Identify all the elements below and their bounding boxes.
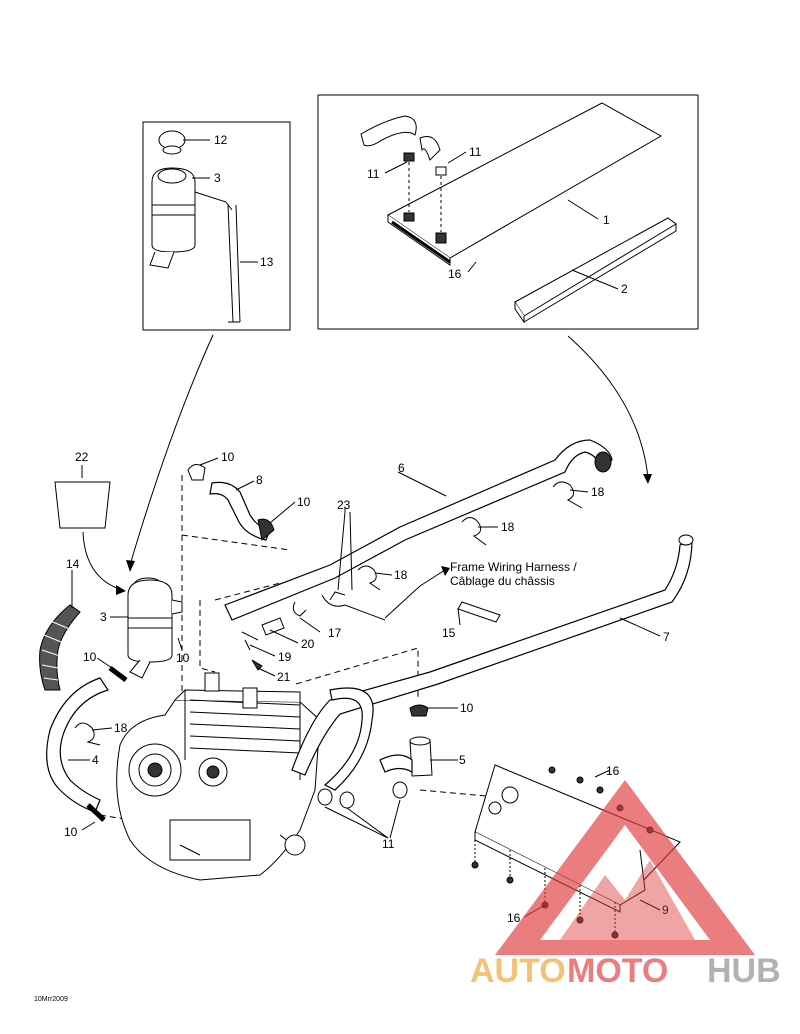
wire-23 bbox=[337, 511, 353, 591]
callout-11-main: 11 bbox=[382, 837, 395, 851]
part-15 bbox=[457, 601, 501, 623]
leader-11 bbox=[324, 799, 401, 839]
callout-17: 17 bbox=[328, 626, 342, 640]
dashed-route-3 bbox=[199, 600, 216, 673]
callout-6: 6 bbox=[398, 461, 405, 475]
leader-item22 bbox=[82, 531, 123, 591]
harness-arrow-line bbox=[384, 569, 446, 619]
clamp-11-b bbox=[339, 791, 355, 809]
watermark-triangle-icon bbox=[495, 780, 755, 955]
callout-labels: 12 3 13 11 11 1 16 2 22 10 8 10 6 18 23 … bbox=[64, 133, 670, 925]
watermark-word-hub: HUB bbox=[707, 952, 781, 990]
callout-20: 20 bbox=[301, 637, 315, 651]
callout-18-b: 18 bbox=[501, 520, 515, 534]
callout-4: 4 bbox=[92, 753, 99, 767]
leader-item22-arrow bbox=[116, 585, 126, 595]
hose-7-end bbox=[678, 534, 694, 546]
detail-frame-reservoir bbox=[142, 121, 291, 331]
callout-10-left: 10 bbox=[83, 650, 97, 664]
main-reservoir bbox=[127, 577, 183, 679]
callout-2: 2 bbox=[621, 282, 628, 296]
callout-14: 14 bbox=[66, 557, 80, 571]
callout-9: 9 bbox=[662, 903, 669, 917]
callout-18-a: 18 bbox=[591, 485, 605, 499]
callout-10-right: 10 bbox=[460, 701, 474, 715]
clip-17 bbox=[292, 601, 307, 617]
callout-1: 1 bbox=[603, 213, 610, 227]
sensor-20 bbox=[261, 617, 285, 636]
callout-8: 8 bbox=[256, 473, 263, 487]
callout-3-detail: 3 bbox=[214, 171, 221, 185]
leader-reservoir bbox=[129, 334, 214, 566]
callout-16-top: 16 bbox=[606, 764, 620, 778]
clamp-18-a bbox=[552, 481, 583, 509]
clamp-10-right bbox=[409, 704, 429, 717]
clamp-11-a bbox=[317, 788, 333, 806]
heat-exchanger-main bbox=[471, 764, 681, 939]
leader-reservoir-arrow bbox=[126, 560, 135, 572]
watermark-mountain-icon bbox=[560, 860, 695, 940]
callout-5: 5 bbox=[459, 753, 466, 767]
watermark-word-moto: MOTO bbox=[567, 952, 668, 990]
callout-10-res: 10 bbox=[176, 651, 190, 665]
hose-6 bbox=[224, 439, 613, 621]
hose-8 bbox=[209, 481, 271, 541]
hose-4 bbox=[46, 677, 109, 813]
callout-23: 23 bbox=[337, 498, 351, 512]
watermark-logo: AUTO MOTO HUB bbox=[470, 780, 781, 990]
callout-16-detail: 16 bbox=[448, 267, 462, 281]
callout-10-top: 10 bbox=[221, 450, 235, 464]
callout-13: 13 bbox=[260, 255, 274, 269]
engine-block bbox=[116, 672, 321, 881]
harness-note-line2: Câblage du châssis bbox=[450, 574, 555, 588]
drawing-code: 10Mrr2009 bbox=[34, 996, 68, 1003]
clamp-18-left bbox=[74, 722, 101, 746]
callout-21: 21 bbox=[277, 670, 291, 684]
hose-7-lower bbox=[323, 687, 374, 791]
clamp-10-lower bbox=[86, 803, 106, 822]
clamp-11-c bbox=[392, 781, 408, 799]
callout-12: 12 bbox=[214, 133, 228, 147]
callout-18-c: 18 bbox=[394, 568, 408, 582]
hose-6-end bbox=[594, 451, 612, 473]
dashed-route-2 bbox=[181, 534, 291, 551]
detail-frame-radiator bbox=[317, 94, 699, 330]
harness-17 bbox=[321, 591, 386, 621]
clamp-10-top bbox=[187, 464, 206, 481]
heat-exchanger-detail bbox=[360, 102, 677, 324]
callout-18-left: 18 bbox=[114, 721, 128, 735]
corrugated-hose bbox=[39, 604, 81, 691]
leader-radiator bbox=[567, 335, 649, 479]
callout-16-bottom: 16 bbox=[507, 911, 521, 925]
callout-7: 7 bbox=[663, 630, 670, 644]
watermark-word-auto: AUTO bbox=[470, 952, 566, 990]
sensor-19 bbox=[241, 631, 259, 651]
cup-part bbox=[54, 481, 111, 529]
clamp-10-upper bbox=[108, 666, 128, 682]
clamp-18-c bbox=[357, 565, 381, 591]
harness-arrow-head bbox=[441, 566, 450, 576]
callout-11-b: 11 bbox=[469, 145, 482, 159]
callout-15: 15 bbox=[442, 626, 456, 640]
callout-19: 19 bbox=[278, 650, 292, 664]
callout-22: 22 bbox=[75, 450, 89, 464]
part-5 bbox=[379, 704, 433, 777]
callout-10-bottom: 10 bbox=[64, 825, 78, 839]
callout-3-main: 3 bbox=[100, 610, 107, 624]
callout-10-mid: 10 bbox=[297, 495, 311, 509]
dashed-route-4 bbox=[214, 582, 281, 601]
clamp-10-mid bbox=[257, 518, 275, 541]
leader-radiator-arrow bbox=[643, 474, 652, 484]
callout-11-a: 11 bbox=[367, 167, 380, 181]
reservoir-detail bbox=[149, 130, 241, 323]
sensor-21 bbox=[251, 659, 263, 671]
callout-leaders bbox=[68, 139, 661, 918]
clamp-18-b bbox=[461, 517, 487, 546]
harness-note-line1: Frame Wiring Harness / bbox=[450, 560, 577, 574]
